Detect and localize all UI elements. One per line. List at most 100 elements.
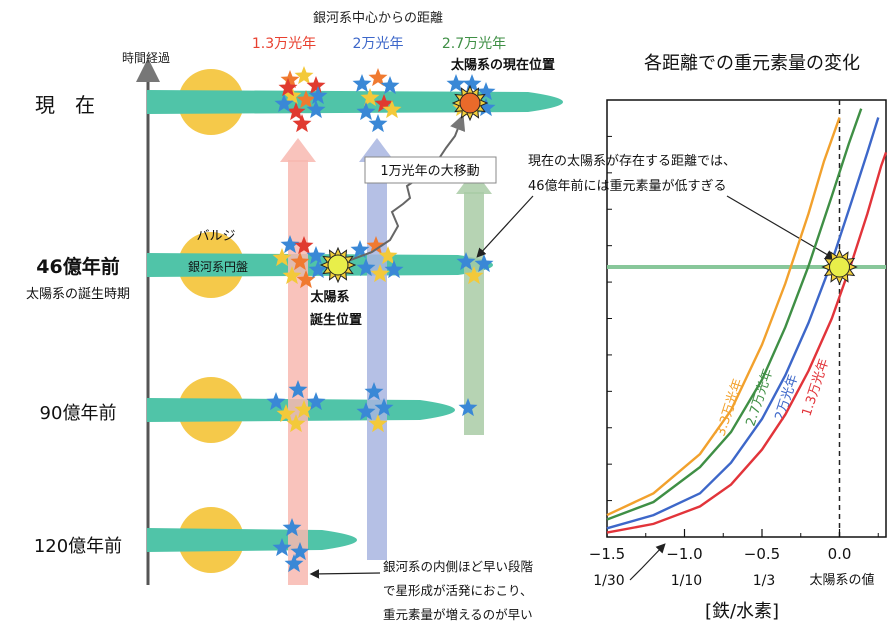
star-icon [366, 236, 386, 255]
x-ratio-label: 1/30 [593, 573, 624, 589]
migration-path [344, 114, 466, 263]
star-icon [352, 74, 372, 93]
star-icon [374, 94, 394, 113]
star-icon [464, 266, 484, 285]
star-icon [306, 100, 326, 119]
star-icon [284, 554, 304, 573]
star-icon [294, 66, 314, 85]
sun-disc [327, 254, 349, 276]
star-icon [272, 538, 292, 557]
series-line [606, 117, 841, 517]
sun-birth-label-2: 誕生位置 [310, 312, 362, 328]
star-icon [356, 402, 376, 421]
star-icon [382, 100, 402, 119]
star-icon [292, 114, 312, 133]
present-note-arrow-right [726, 195, 836, 260]
disk-label: 銀河系円盤 [188, 260, 248, 274]
present-note-line1: 現在の太陽系が存在する距離では、 [528, 154, 736, 169]
star-icon [294, 400, 314, 419]
star-icon [294, 236, 314, 255]
star-icon [384, 260, 404, 279]
star-icon [308, 260, 328, 279]
inner-note-line3: 重元素量が増えるのが早い [383, 607, 533, 622]
row-label-present: 現 在 [35, 93, 95, 117]
star-icon [280, 70, 300, 89]
star-icon [368, 114, 388, 133]
star-icon [368, 414, 388, 433]
star-icon [360, 88, 380, 107]
star-icon [282, 266, 302, 285]
star-icon [290, 252, 310, 271]
star-icon [296, 270, 316, 289]
star-icon [286, 414, 306, 433]
sun-birth-icon [319, 246, 357, 284]
star-icon [476, 98, 496, 117]
star-icon [380, 76, 400, 95]
sun-now-label: 太陽系の現在位置 [450, 57, 555, 73]
star-icon [276, 404, 296, 423]
star-icon [474, 254, 494, 273]
inner-note-line2: で星形成が活発におこり、 [383, 583, 533, 598]
star-icon [476, 82, 496, 101]
galactic-disk [147, 90, 563, 114]
sun-disc [829, 256, 850, 278]
present-note-arrow-left [476, 195, 534, 258]
metallicity-chart: −1.51/30−1.01/10−0.51/30.03.3万光年2.7万光年2万… [589, 99, 887, 589]
star-icon [308, 86, 328, 105]
sun-value-label: 太陽系の値 [809, 572, 874, 588]
star-icon [446, 74, 466, 93]
series-line [606, 108, 863, 521]
galactic-disk [147, 528, 357, 552]
star-icon [290, 542, 310, 561]
star-icon [350, 240, 370, 259]
series-line [606, 117, 880, 530]
star-icon [272, 248, 292, 267]
star-icon [458, 398, 478, 417]
star-icon [296, 90, 316, 109]
star-icon [288, 380, 308, 399]
star-icon [266, 392, 286, 411]
arrow-2-head [359, 138, 395, 162]
star-icon [356, 102, 376, 121]
star-icon [278, 78, 298, 97]
star-icon [306, 392, 326, 411]
x-tick-label: −0.5 [744, 545, 780, 563]
sun-now-icon [451, 84, 489, 122]
series-label: 1.3万光年 [800, 357, 833, 418]
star-icon [368, 68, 388, 87]
row-label-120: 120億年前 [34, 536, 122, 557]
inner-note-arrow-right [629, 543, 666, 581]
star-icon [306, 246, 326, 265]
inner-note-arrow-left [309, 569, 381, 579]
star-icon [280, 235, 300, 254]
x-tick-label: −1.5 [589, 545, 625, 563]
distance-label-2-7: 2.7万光年 [442, 36, 506, 52]
series-line [606, 151, 887, 534]
row-label-90: 90億年前 [40, 403, 117, 424]
series-label: 3.3万光年 [714, 377, 747, 438]
chart-title: 各距離での重元素量の変化 [644, 53, 860, 74]
distance-label-1-3: 1.3万光年 [252, 36, 316, 52]
arrow-1-3-head [280, 138, 316, 162]
star-icon [374, 398, 394, 417]
star-icon [364, 382, 384, 401]
x-tick-label: −1.0 [666, 545, 702, 563]
x-ratio-label: 1/3 [753, 573, 776, 589]
row-sublabel-46: 太陽系の誕生時期 [26, 287, 130, 302]
inner-note-line1: 銀河系の内側ほど早い段階 [383, 559, 534, 574]
arrow-2-7 [464, 192, 484, 435]
series-label: 2万光年 [773, 373, 802, 423]
chart-sun-icon [821, 248, 858, 286]
bulge-label: バルジ [196, 229, 235, 244]
sun-disc [459, 92, 481, 114]
chart-xlabel: [鉄/水素] [705, 601, 779, 622]
star-icon [286, 102, 306, 121]
migration-box [364, 156, 497, 184]
star-icon [356, 258, 376, 277]
star-icon [282, 86, 302, 105]
present-note-line2: 46億年前には重元素量が低すぎる [528, 178, 727, 194]
migration-label: 1万光年の大移動 [380, 164, 479, 179]
sun-birth-label-1: 太陽系 [309, 289, 349, 305]
star-icon [274, 94, 294, 113]
row-label-46: 46億年前 [36, 255, 119, 278]
